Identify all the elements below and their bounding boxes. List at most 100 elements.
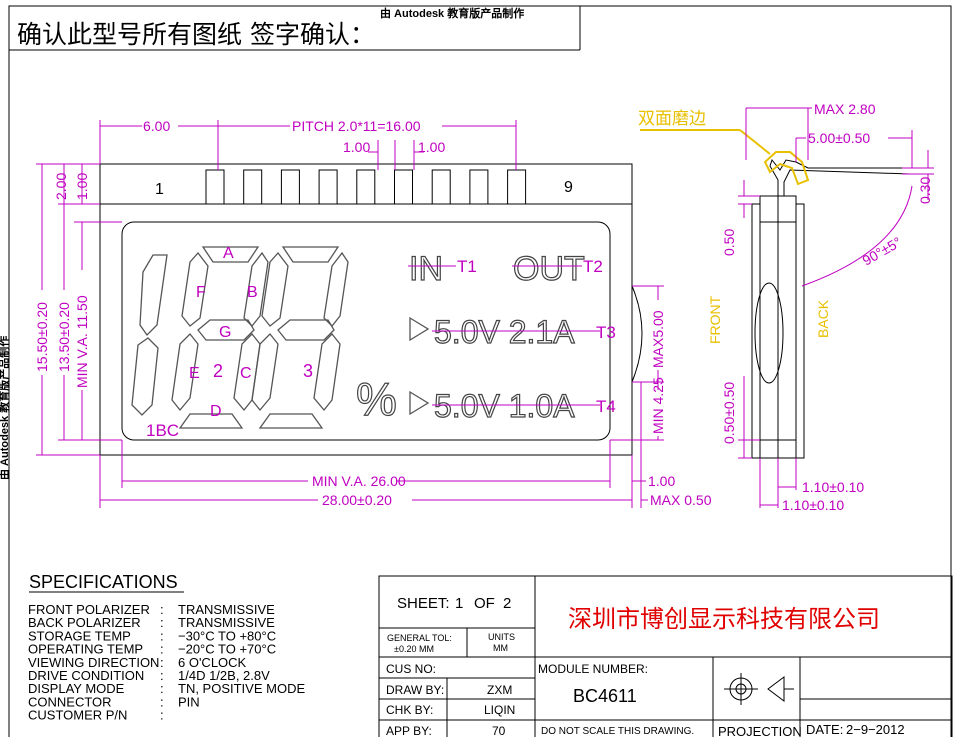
segment-2f [181, 251, 209, 327]
spec-sep-8: : [160, 694, 164, 709]
app-by-value: 70 [492, 724, 506, 737]
dim-connector-max: MAX5.00 [650, 310, 666, 368]
front-label: FRONT [707, 295, 723, 344]
row2-arrow-icon [409, 390, 430, 416]
general-tol-value: ±0.20 MM [394, 644, 434, 654]
segment-3d [258, 413, 324, 429]
spec-sep-7: : [160, 681, 164, 696]
seg-label-3: 3 [303, 361, 313, 381]
in-label: T1 [457, 257, 477, 276]
specs-heading: SPECIFICATIONS [29, 572, 178, 592]
spec-value-6: 1/4D 1/2B, 2.8V [178, 668, 270, 683]
units-label: UNITS [488, 632, 515, 642]
segment-3f [261, 251, 289, 327]
seg-label-f: F [196, 284, 206, 301]
sheet-total: 2 [503, 595, 511, 612]
dim-width-va: MIN V.A. 26.00 [312, 473, 406, 489]
dim-pin-zone: 2.00 [53, 173, 69, 200]
dim-side-top: 0.50 [721, 229, 737, 256]
spec-sep-3: : [160, 628, 164, 643]
seg-label-c: C [240, 365, 252, 382]
no-scale-note: DO NOT SCALE THIS DRAWING. [541, 726, 694, 737]
segment-3g [277, 319, 335, 341]
segment-3b [323, 251, 349, 327]
side-view: 双面磨边 MAX 2.80 5.00±0.50 0.30 90°±5° 0.50… [638, 101, 934, 513]
seg-label-2: 2 [213, 361, 223, 381]
chk-by-label: CHK BY: [386, 703, 433, 717]
draw-by-label: DRAW BY: [386, 683, 444, 697]
watermark-top: 由 Autodesk 教育版产品制作 [380, 6, 524, 20]
spec-key-1: FRONT POLARIZER [28, 602, 150, 617]
general-tol-label: GENERAL TOL: [387, 633, 452, 643]
dim-height-va: MIN V.A. 11.50 [74, 295, 90, 388]
segment-3c [313, 333, 341, 412]
dim-side-max: MAX 2.80 [814, 101, 876, 117]
spec-key-9: CUSTOMER P/N [28, 708, 127, 723]
dim-side-bottom-b: 1.10±0.10 [782, 497, 844, 513]
dim-connector-min: MIN 4.25 [650, 377, 666, 434]
segment-2e [171, 333, 199, 412]
segment-2d [178, 413, 244, 429]
back-label: BACK [815, 299, 831, 338]
seg-label-d: D [210, 403, 222, 420]
spec-key-4: OPERATING TEMP [28, 642, 143, 657]
dim-side-bottom-a: 1.10±0.10 [802, 479, 864, 495]
sheet-number: 1 [455, 595, 463, 612]
side-dimension-lines [738, 107, 934, 508]
pin-first-label: 1 [155, 181, 164, 198]
segment-1c [131, 337, 159, 416]
pin-9 [507, 169, 527, 205]
cus-no-label: CUS NO: [386, 662, 436, 676]
spec-key-6: DRIVE CONDITION [28, 668, 144, 683]
spec-value-7: TN, POSITIVE MODE [178, 681, 305, 696]
spec-key-2: BACK POLARIZER [28, 615, 141, 630]
spec-value-4: −20°C TO +70°C [178, 642, 276, 657]
icon-1bc-label: 1BC [146, 421, 179, 440]
connector-bump [631, 285, 643, 383]
row2-text: 5.0V 1.0A [434, 388, 575, 424]
seg-label-g: G [219, 324, 231, 341]
segment-2g [197, 319, 255, 341]
row1-label: T3 [596, 323, 616, 342]
segment-2a [201, 246, 260, 263]
pin-7 [431, 169, 451, 205]
row1-text: 5.0V 2.1A [434, 314, 575, 350]
segment-graphics [131, 246, 430, 429]
front-dimension-lines [36, 120, 664, 508]
watermark-left: 由 Autodesk 教育版产品制作 [0, 336, 11, 480]
specifications: SPECIFICATIONS FRONT POLARIZER: TRANSMISS… [28, 572, 305, 723]
pin-2 [243, 169, 263, 205]
dim-height-outer: 15.50±0.20 [34, 302, 50, 372]
out-label: T2 [583, 257, 603, 276]
spec-value-2: TRANSMISSIVE [178, 615, 275, 630]
double-sided-grinding-note: 双面磨边 [638, 109, 706, 128]
pin-1 [205, 169, 225, 205]
in-text: IN [409, 250, 443, 288]
confirm-signature-note: 确认此型号所有图纸 签字确认： [17, 20, 375, 49]
dim-pin-length: 5.00±0.50 [808, 130, 870, 146]
dim-side-bottom: 0.50±0.50 [721, 382, 737, 444]
title-block: SHEET: 1 OF 2 GENERAL TOL: ±0.20 MM UNIT… [378, 575, 953, 737]
sheet-label: SHEET: [397, 595, 450, 612]
front-view: 1 9 A F [34, 118, 712, 508]
spec-value-8: PIN [178, 694, 200, 709]
app-by-label: APP BY: [386, 724, 432, 737]
drawing-frame [8, 5, 952, 737]
dim-height-glass: 13.50±0.20 [56, 302, 72, 372]
projection-label: PROJECTION [718, 724, 802, 737]
spec-value-3: −30°C TO +80°C [178, 628, 276, 643]
spec-sep-2: : [160, 615, 164, 630]
segment-3e [251, 333, 279, 412]
spec-key-8: CONNECTOR [28, 694, 112, 709]
dim-pin-width-left: 1.00 [343, 139, 370, 155]
seg-label-b: B [247, 284, 258, 301]
spec-sep-1: : [160, 602, 164, 617]
dim-pin-offset: 6.00 [143, 118, 170, 134]
company-name: 深圳市博创显示科技有限公司 [568, 605, 880, 633]
dim-pin-zone-b: 1.00 [74, 173, 90, 200]
spec-key-5: VIEWING DIRECTION [28, 655, 159, 670]
row1-arrow-icon [409, 316, 430, 342]
segment-1b [139, 254, 168, 337]
